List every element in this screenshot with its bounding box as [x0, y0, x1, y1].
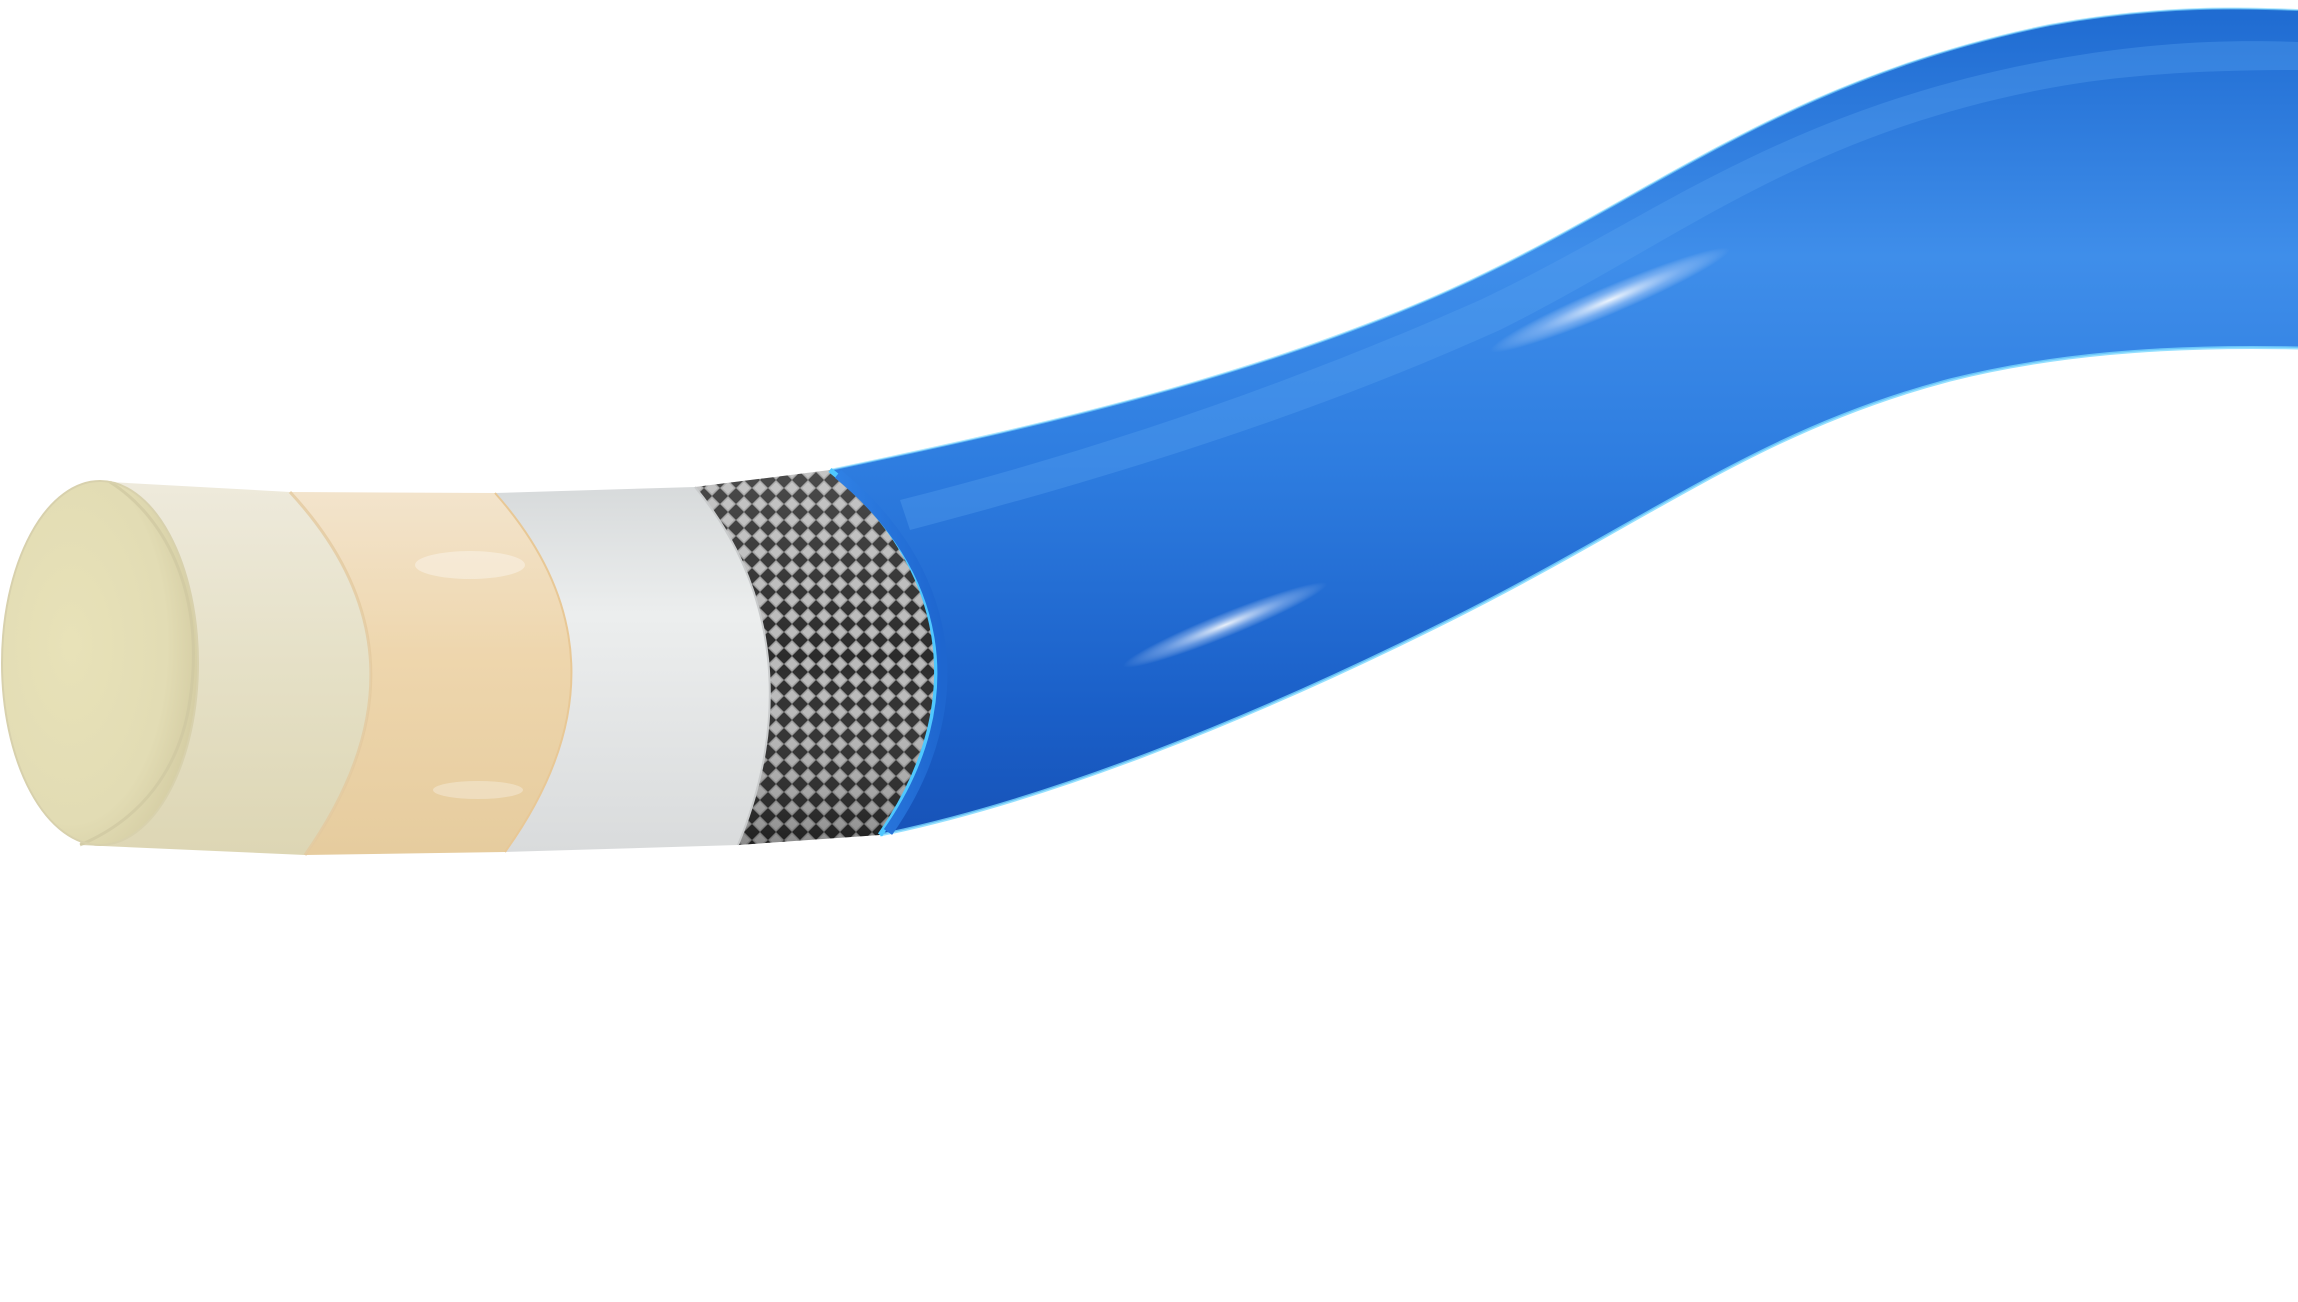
inner-tube — [1, 480, 373, 856]
inner-sleeve — [290, 492, 573, 855]
tube-opening — [2, 481, 198, 845]
outer-cover — [829, 7, 2298, 837]
gloss-highlight-upper — [1490, 247, 1730, 353]
braid-reinforcement — [695, 468, 948, 845]
gloss-highlight-lower — [1122, 582, 1328, 668]
barrier-layer — [495, 486, 771, 852]
